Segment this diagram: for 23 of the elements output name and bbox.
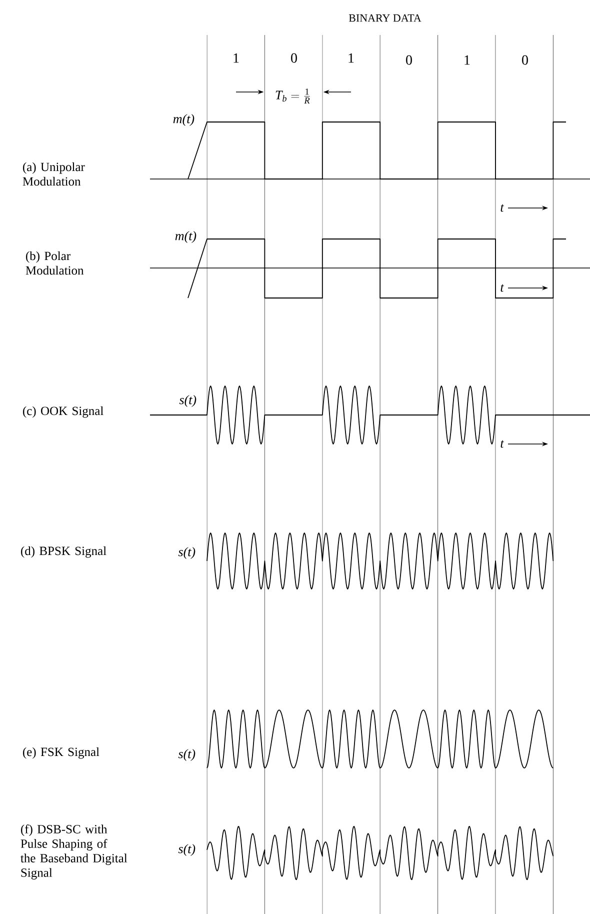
bit-value: 0 (406, 55, 412, 65)
signal-symbol: s(t) (179, 395, 196, 407)
signal-symbol: s(t) (178, 547, 196, 559)
bit-period-formula: $T_b=\frac{1}{R}$ (276, 88, 310, 104)
title: BINARY DATA (348, 14, 422, 22)
signal-symbol: t (500, 440, 504, 448)
signal-symbol: s(t) (178, 844, 196, 856)
signal-symbol: m(t) (173, 114, 194, 126)
signal-symbol: t (500, 204, 504, 212)
signal-caption: (c) OOK Signal (23, 406, 104, 418)
bit-value: 0 (291, 53, 297, 63)
bit-value: 1 (348, 53, 354, 63)
signal-symbol: m(t) (175, 231, 196, 243)
bit-value: 0 (522, 55, 528, 65)
signal-caption: (f) DSB-SC with Pulse Shaping of the Baseband Digital Signal (20, 824, 128, 880)
signal-symbol: t (500, 284, 504, 292)
signal-caption: (b) Polar Modulation (26, 251, 84, 275)
signal-caption: (a) Unipolar Modulation (22, 162, 85, 186)
bit-value: 1 (464, 55, 470, 65)
signal-caption: (d) BPSK Signal (21, 546, 106, 558)
bit-value: 1 (234, 53, 239, 63)
signal-symbol: s(t) (178, 749, 196, 761)
signal-caption: (e) FSK Signal (23, 747, 100, 759)
